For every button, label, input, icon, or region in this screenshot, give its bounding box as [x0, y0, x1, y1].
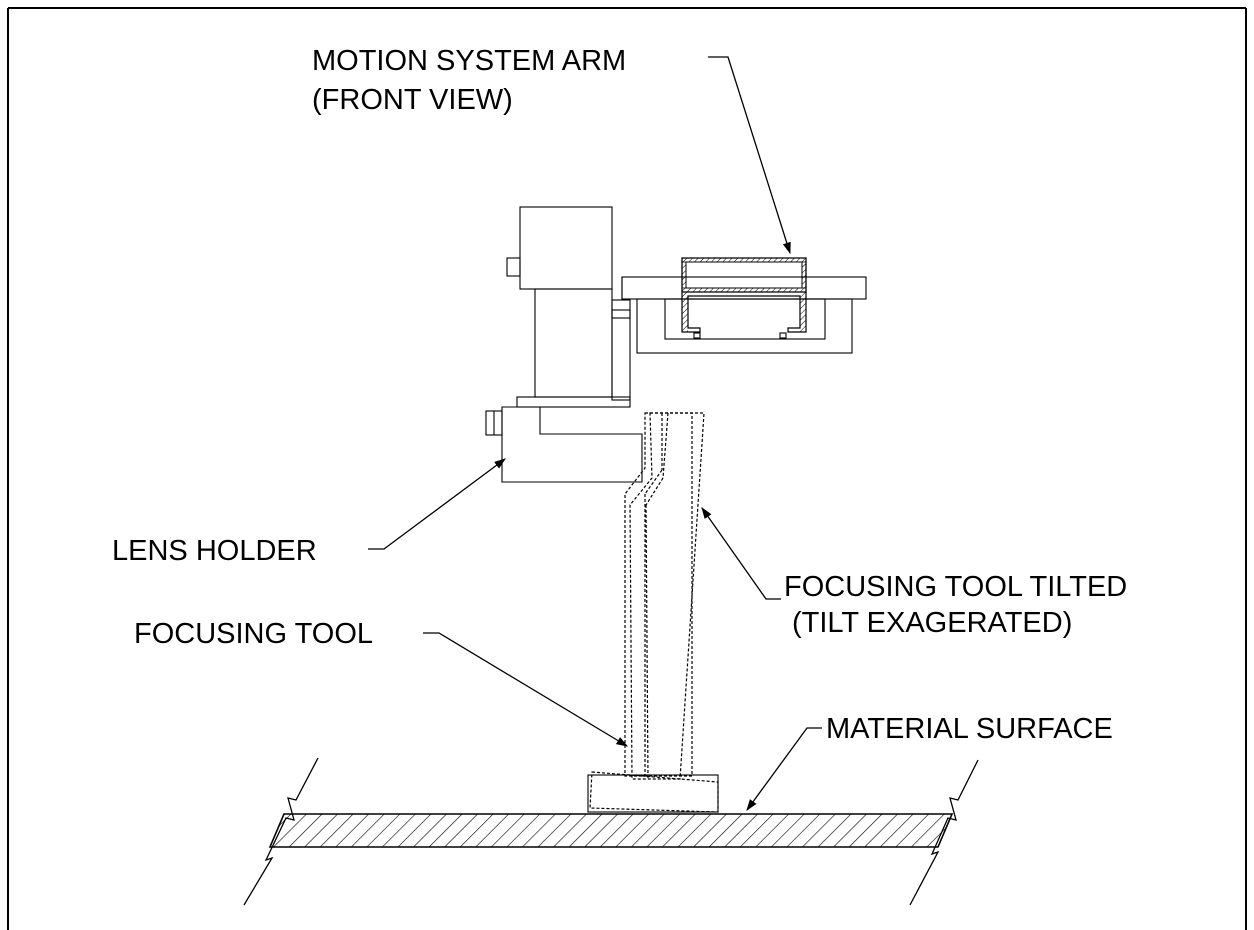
- tool-base: [587, 771, 719, 813]
- labels: MOTION SYSTEM ARM (FRONT VIEW) LENS HOLD…: [112, 45, 1127, 745]
- lens-holder: [485, 406, 643, 483]
- leader-lines: [368, 56, 822, 811]
- label-material-surface: MATERIAL SURFACE: [826, 713, 1113, 745]
- tilted-tool-leader: [701, 507, 781, 600]
- label-focusing-tool: FOCUSING TOOL: [134, 618, 373, 650]
- lens-holder-leader: [368, 458, 506, 550]
- motion-arm-leader: [708, 56, 791, 255]
- label-focusing-tool-tilted-line2: (TILT EXAGERATED): [792, 607, 1072, 639]
- page-border: [7, 7, 1247, 930]
- right-break-line: [909, 759, 979, 906]
- left-break-line: [243, 757, 319, 906]
- focusing-tool: [624, 412, 693, 777]
- label-motion-arm-line1: MOTION SYSTEM ARM: [312, 45, 626, 77]
- label-focusing-tool-tilted-line1: FOCUSING TOOL TILTED: [784, 571, 1127, 603]
- material-surface-slab: [243, 757, 979, 906]
- motion-system-arm: [611, 257, 867, 354]
- material-surface-leader: [746, 727, 822, 811]
- focusing-tool-leader: [423, 632, 629, 747]
- focusing-tool-tilted: [629, 412, 705, 780]
- label-motion-arm-line2: (FRONT VIEW): [312, 84, 513, 116]
- column-housing: [506, 206, 631, 408]
- label-lens-holder: LENS HOLDER: [112, 535, 317, 567]
